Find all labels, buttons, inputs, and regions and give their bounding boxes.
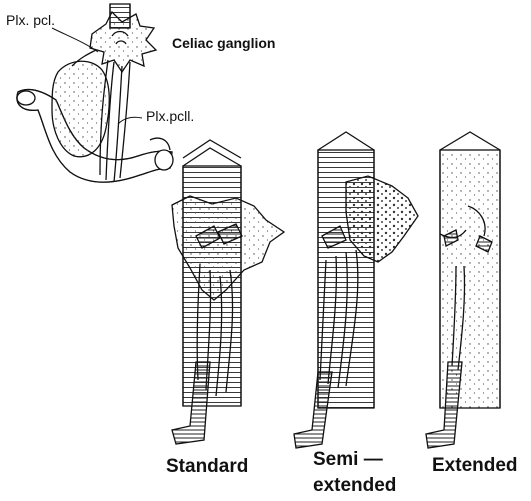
ganglion-shape	[90, 12, 156, 72]
semi-extended-drawing	[294, 132, 418, 448]
label-plx-pcll: Plx.pcll.	[146, 108, 194, 124]
overview-drawing	[17, 4, 173, 182]
caption-standard: Standard	[166, 456, 248, 478]
label-plx-pcl: Plx. pcl.	[6, 12, 55, 28]
label-celiac-ganglion: Celiac ganglion	[172, 35, 275, 51]
standard-drawing	[172, 140, 284, 444]
caption-semi-line2: extended	[313, 475, 396, 497]
caption-semi-line1: Semi —	[313, 449, 383, 471]
caption-extended: Extended	[432, 455, 518, 477]
extended-drawing	[426, 132, 500, 448]
